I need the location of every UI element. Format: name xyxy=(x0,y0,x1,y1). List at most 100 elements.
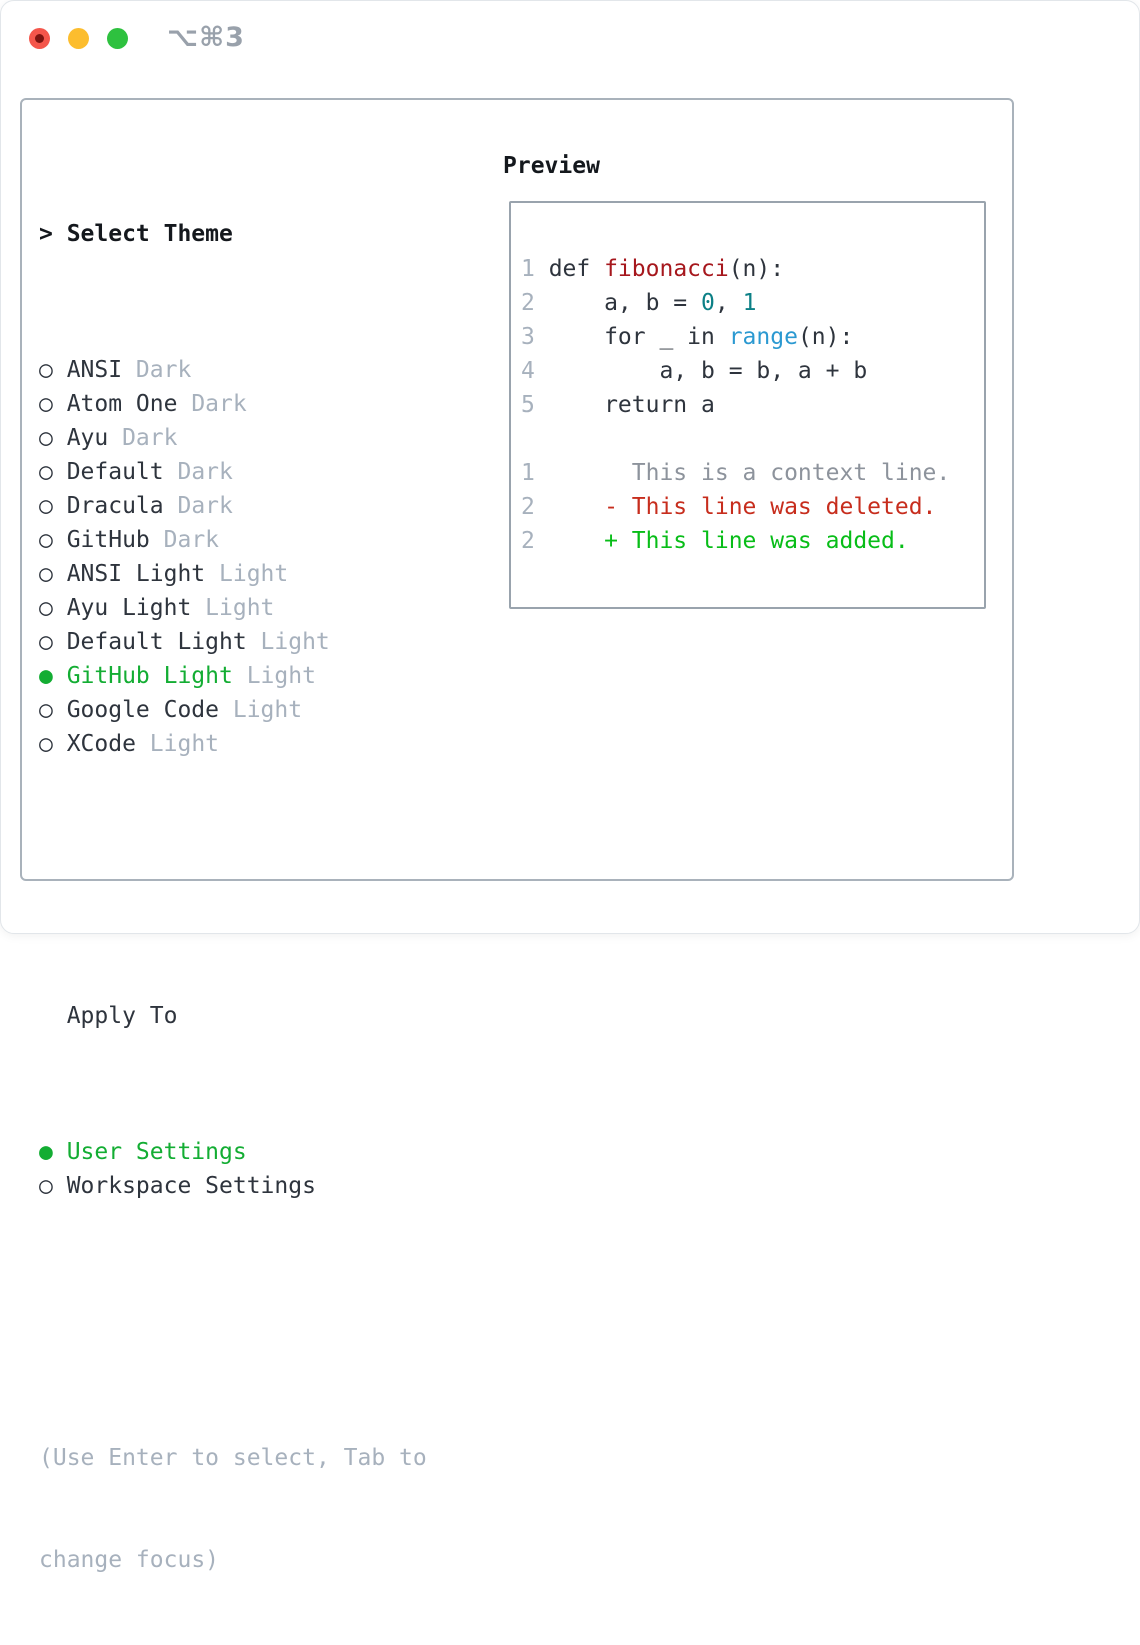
code-segment: a, b = xyxy=(548,290,702,316)
spacer xyxy=(39,1305,427,1339)
theme-variant: Dark xyxy=(122,425,178,451)
code-segment: + This line was added. xyxy=(548,528,909,554)
line-number: 2 xyxy=(521,528,535,554)
code-line: 2 a, b = 0, 1 xyxy=(521,286,984,320)
theme-option-ayu-light[interactable]: ○ Ayu Light Light xyxy=(39,591,427,625)
code-line: 4 a, b = b, a + b xyxy=(521,354,984,388)
code-segment: This is a context line. xyxy=(548,460,951,486)
line-number: 5 xyxy=(521,392,535,418)
theme-variant: Light xyxy=(149,731,220,757)
code-segment: 0 xyxy=(701,290,715,316)
theme-option-dracula[interactable]: ○ Dracula Dark xyxy=(39,489,427,523)
code-segment: , xyxy=(714,290,743,316)
radio-unselected-icon: ○ xyxy=(39,391,53,417)
radio-unselected-icon: ○ xyxy=(39,629,53,655)
apply-option-label: Workspace Settings xyxy=(66,1173,316,1199)
theme-variant: Dark xyxy=(177,459,233,485)
theme-variant: Light xyxy=(260,629,330,655)
select-theme-prompt: >Select Theme xyxy=(39,217,427,251)
theme-name: ANSI xyxy=(66,357,123,383)
close-button[interactable] xyxy=(29,28,50,49)
hint-line-2: change focus) xyxy=(39,1547,220,1573)
theme-variant: Dark xyxy=(135,357,192,383)
line-number: 2 xyxy=(521,494,535,520)
minimize-button[interactable] xyxy=(68,28,89,49)
code-line: 1 This is a context line. xyxy=(521,456,984,490)
theme-name: Default xyxy=(66,459,164,485)
theme-variant: Dark xyxy=(163,527,220,553)
hint-line-1: (Use Enter to select, Tab to xyxy=(39,1445,427,1471)
theme-variant: Light xyxy=(205,595,275,621)
code-segment: fibonacci xyxy=(604,256,729,282)
theme-option-default-light[interactable]: ○ Default Light Light xyxy=(39,625,427,659)
theme-name: Google Code xyxy=(66,697,220,723)
code-line xyxy=(521,422,984,456)
theme-name: Default Light xyxy=(66,629,247,655)
code-segment: - This line was deleted. xyxy=(548,494,937,520)
theme-name: XCode xyxy=(66,731,136,757)
apply-to-header: Apply To xyxy=(39,999,427,1033)
code-segment: (n): xyxy=(797,324,854,350)
radio-unselected-icon: ○ xyxy=(39,493,53,519)
titlebar: ⌥⌘3 xyxy=(1,1,1139,98)
code-line: 5 return a xyxy=(521,388,984,422)
radio-unselected-icon: ○ xyxy=(39,357,53,383)
theme-option-xcode[interactable]: ○ XCode Light xyxy=(39,727,427,761)
theme-option-google-code[interactable]: ○ Google Code Light xyxy=(39,693,427,727)
radio-unselected-icon: ○ xyxy=(39,595,53,621)
zoom-button[interactable] xyxy=(107,28,128,49)
radio-unselected-icon: ○ xyxy=(39,425,53,451)
radio-unselected-icon: ○ xyxy=(39,697,53,723)
code-segment: (n): xyxy=(728,256,785,282)
theme-option-atom-one[interactable]: ○ Atom One Dark xyxy=(39,387,427,421)
code-segment: for _ in xyxy=(548,324,729,350)
line-number: 3 xyxy=(521,324,535,350)
theme-variant: Light xyxy=(232,697,303,723)
theme-name: GitHub xyxy=(66,527,150,553)
code-segment: return a xyxy=(548,392,715,418)
close-dot-icon xyxy=(35,34,44,43)
theme-variant: Light xyxy=(219,561,289,587)
code-segment: range xyxy=(728,324,798,350)
code-segment: def xyxy=(548,256,605,282)
line-number: 2 xyxy=(521,290,535,316)
theme-name: ANSI Light xyxy=(66,561,206,587)
line-number: 1 xyxy=(521,460,535,486)
code-segment: a, b = b, a + b xyxy=(548,358,868,384)
code-line: 2 - This line was deleted. xyxy=(521,490,984,524)
select-theme-title: Select Theme xyxy=(66,221,233,247)
radio-unselected-icon: ○ xyxy=(39,1173,53,1199)
theme-option-ayu[interactable]: ○ Ayu Dark xyxy=(39,421,427,455)
theme-name: Atom One xyxy=(66,391,178,417)
theme-option-github[interactable]: ○ GitHub Dark xyxy=(39,523,427,557)
apply-to-label: Apply To xyxy=(66,1003,178,1029)
theme-option-ansi-light[interactable]: ○ ANSI Light Light xyxy=(39,557,427,591)
radio-unselected-icon: ○ xyxy=(39,527,53,553)
theme-name: GitHub Light xyxy=(66,663,233,689)
theme-name: Ayu Light xyxy=(66,595,192,621)
theme-option-ansi[interactable]: ○ ANSI Dark xyxy=(39,353,427,387)
theme-name: Dracula xyxy=(66,493,164,519)
code-segment: 1 xyxy=(742,290,757,316)
window-shortcut-label: ⌥⌘3 xyxy=(167,22,245,53)
code-line: 1 def fibonacci(n): xyxy=(521,252,984,286)
theme-name: Ayu xyxy=(66,425,109,451)
theme-variant: Dark xyxy=(191,391,247,417)
apply-option-user-settings[interactable]: ●User Settings xyxy=(39,1135,427,1169)
spacer xyxy=(39,863,427,897)
theme-variant: Dark xyxy=(177,493,233,519)
line-number: 1 xyxy=(521,256,535,282)
radio-unselected-icon: ○ xyxy=(39,731,53,757)
preview-title: Preview xyxy=(503,153,600,179)
apply-option-workspace-settings[interactable]: ○ Workspace Settings xyxy=(39,1169,427,1203)
radio-selected-icon: ● xyxy=(39,663,53,689)
radio-unselected-icon: ○ xyxy=(39,561,53,587)
